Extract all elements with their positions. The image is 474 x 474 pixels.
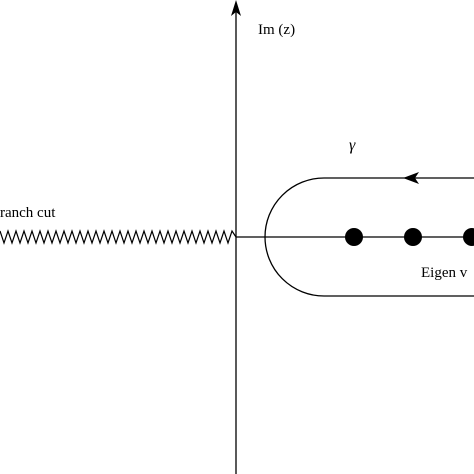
contour-gamma [264, 177, 474, 297]
eigenvalues-label: Eigen v [421, 265, 468, 281]
branch-cut-zigzag [0, 229, 237, 245]
eigenvalue-points [345, 228, 474, 246]
eigenvalue-point [404, 228, 422, 246]
eigenvalue-point [463, 228, 474, 246]
eigenvalue-point [345, 228, 363, 246]
branch-cut-label: ranch cut [0, 205, 56, 221]
contour-label: γ [349, 137, 356, 154]
imaginary-axis-arrowhead [231, 0, 241, 16]
imaginary-axis-label: Im (z) [258, 22, 295, 38]
contour-arrowhead [403, 172, 419, 184]
